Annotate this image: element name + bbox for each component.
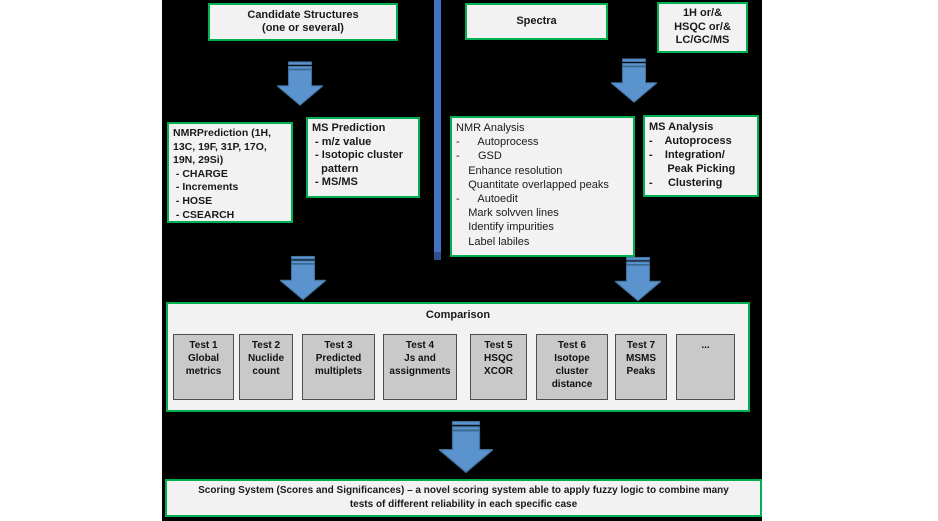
arrow-down-icon [615,256,661,302]
test-box-3: Test 3 Predicted multiplets [302,334,375,400]
nmr-analysis-box: NMR Analysis - Autoprocess - GSD Enhance… [450,116,635,257]
vertical-divider-tip [434,252,441,260]
spectra-box: Spectra [465,3,608,40]
arrow-down-icon [611,58,657,103]
comparison-title: Comparison [425,309,491,321]
arrow-down-icon [277,61,323,106]
ms-analysis-box: MS Analysis - Autoprocess - Integration/… [643,115,759,197]
nmr-prediction-box: NMRPrediction (1H, 13C, 19F, 31P, 17O, 1… [167,122,293,223]
scoring-system-box: Scoring System (Scores and Significances… [165,479,762,517]
vertical-divider-line [434,0,441,252]
test-box-2: Test 2 Nuclide count [239,334,293,400]
test-box-7: Test 7 MSMS Peaks [615,334,667,400]
arrow-down-icon [280,255,326,301]
test-box-1: Test 1 Global metrics [173,334,234,400]
comparison-panel: Comparison Test 1 Global metrics Test 2 … [166,302,750,412]
ms-prediction-box: MS Prediction - m/z value - Isotopic clu… [306,117,420,198]
test-box-4: Test 4 Js and assignments [383,334,457,400]
diagram-background: Candidate Structures (one or several) Sp… [162,0,762,521]
test-box-more: ... [676,334,735,400]
arrow-down-icon [439,421,493,474]
test-box-6: Test 6 Isotope cluster distance [536,334,608,400]
test-box-5: Test 5 HSQC XCOR [470,334,527,400]
candidate-structures-box: Candidate Structures (one or several) [208,3,398,41]
input-sources-box: 1H or/& HSQC or/& LC/GC/MS [657,2,748,53]
